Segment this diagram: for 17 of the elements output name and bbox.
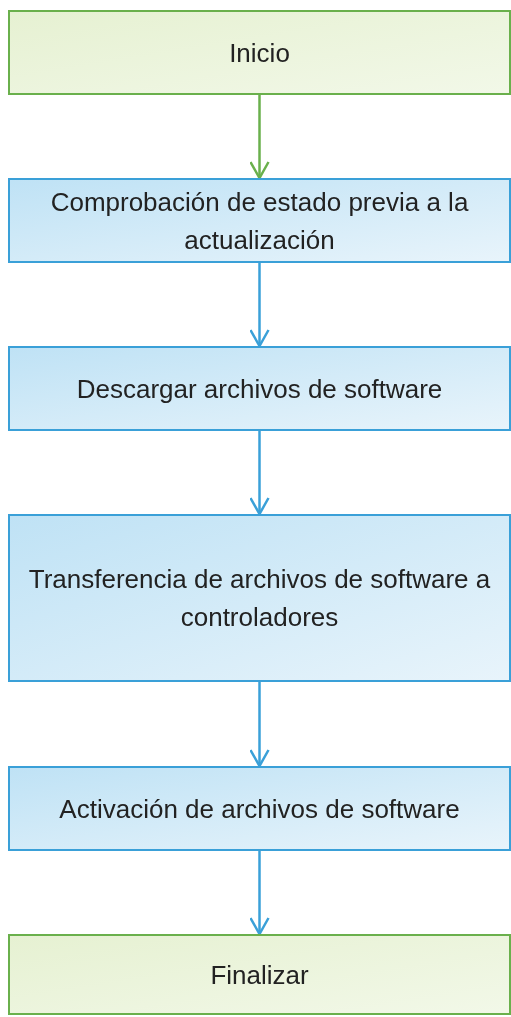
process-box <box>8 514 511 682</box>
process-box <box>8 934 511 1015</box>
process-box <box>8 766 511 851</box>
arrow <box>249 682 270 768</box>
box-label: Inicio <box>228 36 291 70</box>
arrow <box>249 851 270 936</box>
box-label: Activación de archivos de software <box>58 792 461 826</box>
process-box <box>8 178 511 263</box>
process-box <box>8 346 511 431</box>
arrow <box>249 95 270 180</box>
box-label: Transferencia de archivos de software a controladores <box>27 563 492 634</box>
box-label: Comprobación de estado previa a la actualización <box>49 185 470 257</box>
box-label: Finalizar <box>209 958 310 992</box>
arrow <box>249 431 270 516</box>
arrow <box>249 263 270 348</box>
process-box <box>8 10 511 95</box>
box-label: Descargar archivos de software <box>75 372 444 406</box>
